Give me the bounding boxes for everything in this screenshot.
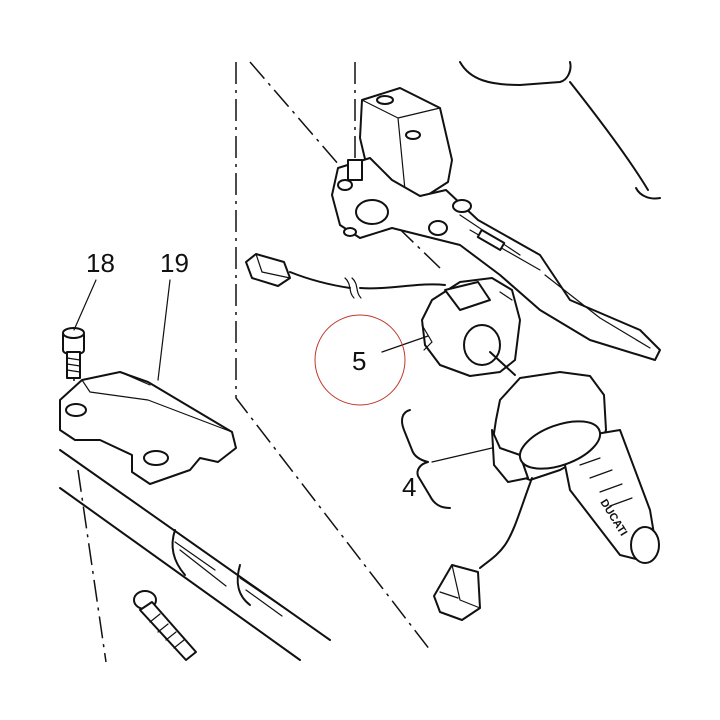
switch-housing-edges bbox=[421, 291, 513, 351]
leader-19 bbox=[157, 279, 171, 381]
grip-wire-line bbox=[479, 477, 533, 569]
boundary-dashdot-line bbox=[235, 62, 431, 651]
cylinder-bolt bbox=[337, 179, 353, 191]
reservoir-edges bbox=[361, 99, 441, 191]
switch-to-grip-line bbox=[489, 351, 516, 376]
bolt-lower bbox=[133, 590, 197, 661]
mirror-stem bbox=[459, 61, 572, 86]
callout-5: 5 bbox=[352, 346, 366, 376]
bracket-4 bbox=[401, 409, 451, 509]
bolt-lower-shank bbox=[139, 601, 197, 661]
bolt-lower-thread bbox=[149, 613, 185, 649]
leader-5 bbox=[381, 335, 429, 353]
grip-wire bbox=[433, 477, 533, 621]
master-cylinder bbox=[331, 87, 661, 361]
switch-housing-bore bbox=[463, 324, 501, 366]
clamp-bore bbox=[355, 199, 389, 225]
switch-wire bbox=[245, 253, 446, 299]
callout-19: 19 bbox=[160, 248, 189, 278]
clamp-19 bbox=[59, 371, 237, 485]
switch-wire-line bbox=[289, 271, 446, 290]
axis-dashdot-lever bbox=[379, 209, 441, 269]
grip-end bbox=[630, 526, 660, 564]
throttle-grip-4: DUCATI bbox=[491, 371, 660, 564]
lever-slot bbox=[476, 229, 506, 251]
banjo-fitting bbox=[347, 159, 363, 181]
mirror-mount bbox=[459, 61, 661, 200]
clamp-19-body bbox=[59, 371, 237, 485]
handlebar-tube bbox=[59, 449, 331, 661]
lever-body bbox=[331, 157, 661, 361]
grip-housing-tab bbox=[491, 429, 529, 483]
handlebar-rings bbox=[171, 529, 251, 606]
switch-connector bbox=[245, 253, 291, 287]
grip-connector-edges bbox=[439, 564, 481, 609]
adjuster-knob bbox=[428, 220, 448, 236]
grip-texture bbox=[579, 457, 633, 507]
reservoir-screw-1 bbox=[376, 95, 394, 105]
callout-18: 18 bbox=[86, 248, 115, 278]
switch-housing-button bbox=[444, 281, 491, 311]
mirror-arm bbox=[569, 81, 649, 191]
handlebar-knurl bbox=[174, 541, 291, 617]
highlight-circle bbox=[314, 314, 406, 406]
leader-4 bbox=[431, 447, 493, 463]
axis-dashdot-line bbox=[249, 61, 366, 196]
mirror-arm-end bbox=[635, 187, 661, 200]
grip-collar bbox=[518, 420, 602, 470]
clamp-19-hole-right bbox=[143, 450, 169, 466]
switch-housing-5 bbox=[421, 277, 521, 377]
reservoir-screw-2 bbox=[405, 130, 421, 140]
leader-18 bbox=[73, 279, 97, 331]
clamp-19-hole-left bbox=[65, 403, 87, 417]
bolt-18-head-top bbox=[62, 327, 85, 339]
switch-connector-edge bbox=[255, 253, 291, 279]
clamp-19-edges bbox=[81, 371, 233, 433]
bolt-18 bbox=[62, 327, 85, 379]
callout-4: 4 bbox=[402, 472, 416, 502]
bolt-18-thread bbox=[66, 357, 81, 373]
wire-break-mark bbox=[344, 277, 362, 299]
pivot-bolt bbox=[452, 199, 472, 213]
cylinder-bolt-lower bbox=[343, 227, 357, 237]
